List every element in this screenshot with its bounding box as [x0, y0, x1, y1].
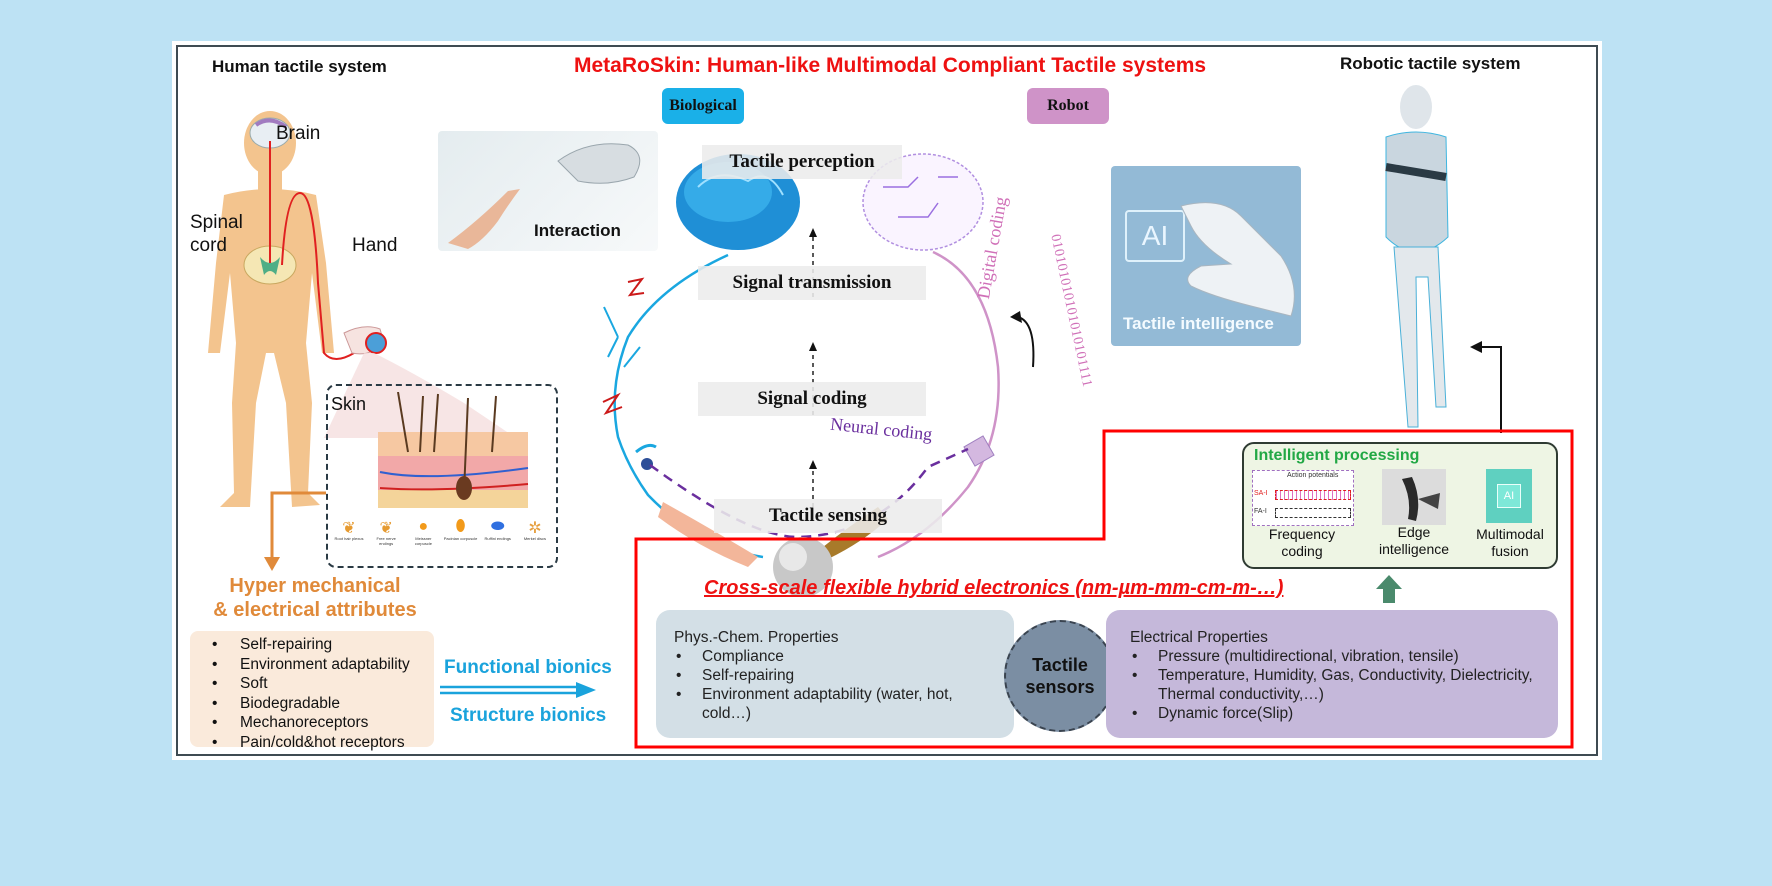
robot-feedback-arrow	[1470, 341, 1502, 433]
human-robot-hands-icon	[448, 143, 641, 249]
skin-cross-section-icon	[378, 392, 529, 508]
frequency-coding-chart: Action potentials SA-I FA-I	[1252, 470, 1354, 526]
interaction-label: Interaction	[534, 221, 621, 240]
phys-chem-item: Compliance	[674, 647, 994, 666]
electrical-properties-box: Electrical Properties Pressure (multidir…	[1106, 610, 1558, 738]
phys-chem-properties-box: Phys.-Chem. Properties Compliance Self-r…	[656, 610, 1014, 738]
intelligent-processing-title: Intelligent processing	[1254, 447, 1420, 464]
receptor-item: ⬬Ruffini endings	[481, 518, 515, 546]
receptor-icon: ⬮	[455, 518, 466, 535]
brain-label: Brain	[276, 123, 321, 144]
stage-signal-coding: Signal coding	[698, 382, 926, 416]
curved-arrow	[1017, 316, 1035, 368]
red-frame	[634, 429, 1574, 749]
human-system-header: Human tactile system	[212, 57, 387, 76]
attribute-item: Mechanoreceptors	[212, 713, 434, 733]
spinal-cord-label: Spinal cord	[190, 212, 243, 256]
receptor-item: ⬮Pacinian corpuscle	[443, 518, 478, 541]
robot-hand-icon	[1180, 202, 1295, 317]
figure-panel: Human tactile system Brain Spinal cord H…	[176, 45, 1598, 756]
receptor-icon: ✲	[528, 520, 542, 537]
electrical-item: Pressure (multidirectional, vibration, t…	[1130, 647, 1538, 666]
cross-scale-title: Cross-scale flexible hybrid electronics …	[704, 577, 1284, 599]
multimodal-fusion-label: Multimodal fusion	[1476, 526, 1544, 559]
humanoid-robot-icon	[1385, 85, 1449, 428]
receptor-item: ●Meissner corpuscle	[406, 518, 440, 546]
receptor-item: ❦Root hair plexus	[332, 518, 366, 546]
attribute-item: Soft	[212, 674, 434, 694]
ai-chip-icon: AI	[1125, 210, 1185, 262]
robotic-system-header: Robotic tactile system	[1340, 54, 1521, 73]
human-body-illustration	[208, 111, 516, 507]
intelligent-processing-box: Intelligent processing Action potentials…	[1242, 442, 1558, 569]
multimodal-chip-icon: AI	[1486, 469, 1532, 523]
tactile-intelligence-label: Tactile intelligence	[1123, 314, 1274, 333]
fa-i-label: FA-I	[1254, 508, 1267, 515]
action-potentials-legend: Action potentials	[1287, 472, 1339, 479]
robot-tag: Robot	[1027, 88, 1109, 124]
sa-i-spike-row	[1275, 490, 1351, 500]
phys-chem-item: Self-repairing	[674, 666, 994, 685]
phys-chem-item: Environment adaptability (water, hot, co…	[674, 685, 994, 723]
electrical-title: Electrical Properties	[1130, 629, 1268, 646]
receptor-row: ❦Root hair plexus ❦Free nerve endings ●M…	[332, 518, 552, 546]
attribute-item: Environment adaptability	[212, 655, 434, 675]
brain-icon	[249, 117, 291, 149]
receptor-icon: ❦	[342, 520, 356, 537]
attributes-title: Hyper mechanical & electrical attributes	[213, 575, 417, 621]
green-up-arrow	[1376, 575, 1402, 603]
biological-tag: Biological	[662, 88, 744, 124]
attributes-list-box: Self-repairing Environment adaptability …	[190, 631, 434, 752]
receptor-item: ✲Merkel discs	[518, 518, 552, 546]
sa-i-label: SA-I	[1254, 490, 1268, 497]
hand-label: Hand	[352, 235, 398, 256]
edge-intelligence-photo	[1382, 469, 1446, 525]
main-title: MetaRoSkin: Human-like Multimodal Compli…	[574, 54, 1207, 77]
skin-detail-box: Skin ❦Root hair plexus ❦Free nerve endin…	[326, 384, 558, 568]
receptor-item: ❦Free nerve endings	[369, 518, 403, 546]
attribute-item: Pain/cold&hot receptors	[212, 733, 434, 753]
arm-and-sphere-icon	[658, 502, 888, 597]
frequency-coding-label: Frequency coding	[1268, 526, 1336, 559]
phys-chem-title: Phys.-Chem. Properties	[674, 629, 839, 646]
structure-bionics-label: Structure bionics	[450, 705, 607, 726]
edge-intelligence-label: Edge intelligence	[1378, 524, 1450, 557]
functional-bionics-label: Functional bionics	[444, 657, 612, 678]
attribute-item: Self-repairing	[212, 635, 434, 655]
electrical-item: Dynamic force(Slip)	[1130, 704, 1538, 723]
interaction-image	[438, 131, 658, 251]
attribute-item: Biodegradable	[212, 694, 434, 714]
skin-label: Skin	[331, 394, 367, 414]
stage-tactile-perception: Tactile perception	[702, 145, 902, 179]
tactile-intelligence-image: AI Tactile intelligence	[1111, 166, 1301, 346]
orange-elbow-arrow	[264, 491, 326, 571]
electrical-item: Temperature, Humidity, Gas, Conductivity…	[1130, 666, 1538, 704]
receptor-icon: ●	[418, 518, 429, 535]
nerve-pathway	[269, 141, 355, 360]
bionics-double-arrow	[440, 682, 596, 698]
hand-icon	[343, 326, 387, 355]
fa-i-spike-row	[1275, 508, 1351, 518]
neural-coding-path	[649, 447, 969, 539]
stage-signal-transmission: Signal transmission	[698, 266, 926, 300]
flexible-device-icon	[1402, 477, 1440, 521]
receptor-icon: ⬬	[490, 518, 505, 535]
stage-tactile-sensing: Tactile sensing	[714, 499, 942, 533]
receptor-icon: ❦	[379, 520, 393, 537]
